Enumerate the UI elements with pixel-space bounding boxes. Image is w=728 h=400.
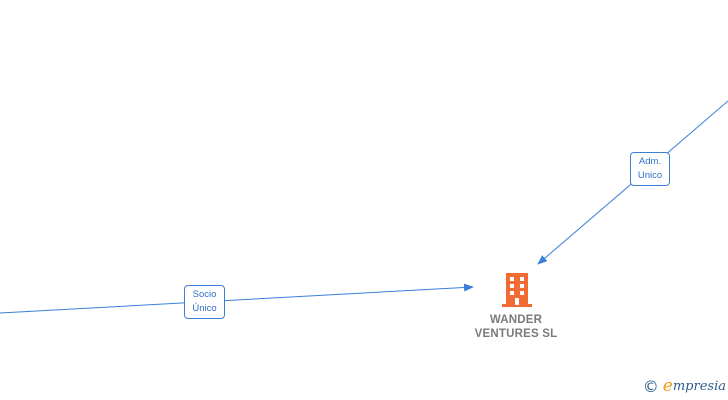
edge-label-socio-unico[interactable]: Socio Único <box>184 285 225 319</box>
company-name-line: WANDER <box>489 314 543 326</box>
building-icon[interactable] <box>500 272 534 308</box>
edge-socio-unico <box>0 283 474 314</box>
brand-logo-initial: e <box>662 376 673 396</box>
brand-logo-text: mpresia <box>672 378 726 394</box>
edge-label-line: Adm. <box>638 156 662 167</box>
edge-label-line: Único <box>192 303 217 314</box>
company-name[interactable]: WANDER VENTURES SL <box>456 313 576 341</box>
company-name-line: VENTURES SL <box>474 328 558 340</box>
edge-label-line: Unico <box>637 170 663 181</box>
edge-label-line: Socio <box>192 289 217 300</box>
edge-label-adm-unico[interactable]: Adm. Unico <box>630 152 670 186</box>
copyright-icon: © <box>642 376 659 396</box>
